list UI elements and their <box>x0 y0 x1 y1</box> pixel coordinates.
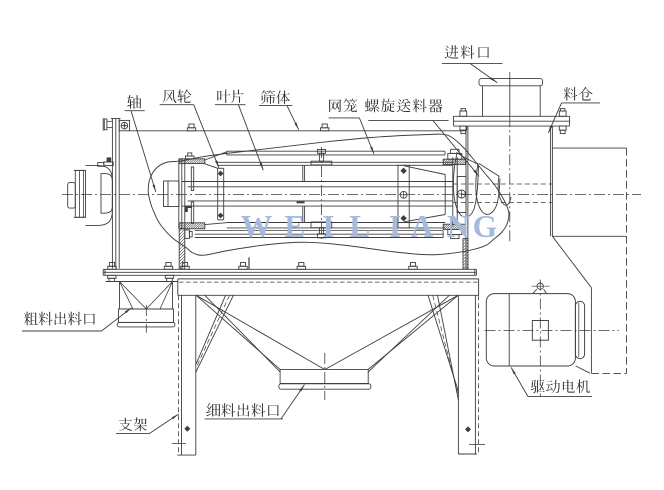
svg-text:I: I <box>322 209 334 244</box>
svg-text:L: L <box>349 209 370 244</box>
svg-text:E: E <box>284 209 305 244</box>
svg-text:G: G <box>473 209 498 244</box>
svg-text:A: A <box>411 209 434 244</box>
svg-text:I: I <box>389 209 401 244</box>
svg-text:W: W <box>241 209 273 244</box>
svg-text:N: N <box>447 209 470 244</box>
